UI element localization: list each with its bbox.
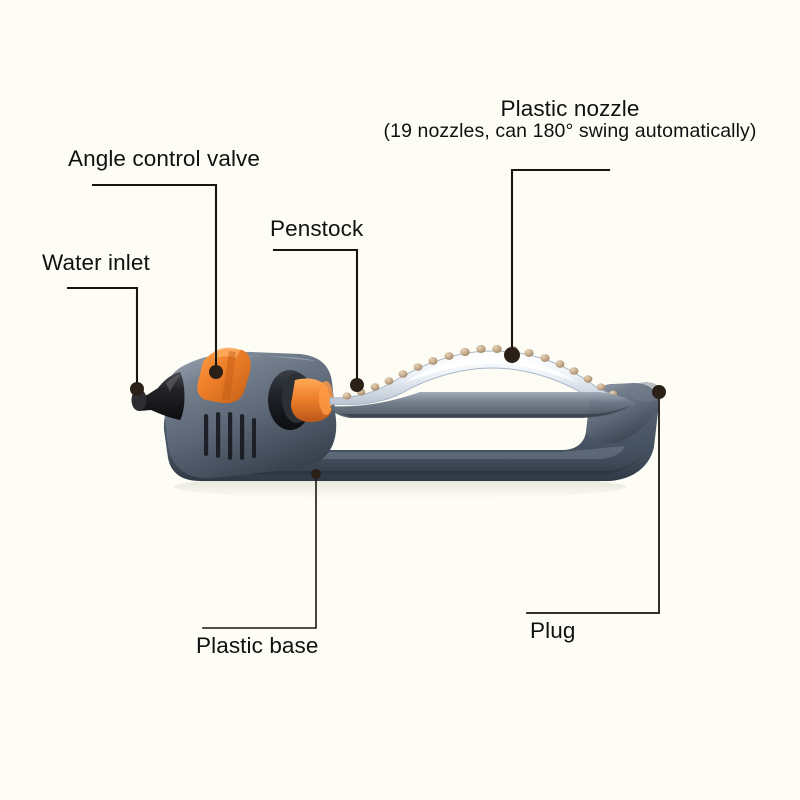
angle-control-valve-part — [197, 348, 251, 404]
callout-leaders — [66, 168, 660, 629]
leader-penstock — [272, 248, 359, 383]
inlet-highlight — [166, 374, 181, 392]
callout-label-angle-control-valve: Angle control valve — [68, 146, 261, 171]
nozzle-holes — [342, 345, 618, 400]
frame-top-rail — [330, 392, 636, 418]
leader-water-inlet — [66, 286, 139, 387]
callout-label-water-inlet: Water inlet — [42, 250, 150, 275]
leader-angle-control-valve — [91, 183, 218, 370]
callout-label-plastic-nozzle: Plastic nozzle (19 nozzles, can 180° swi… — [384, 96, 757, 143]
valve-lever-tab — [213, 347, 240, 359]
leader-plug — [526, 395, 660, 614]
dot-penstock — [350, 378, 364, 392]
dot-plastic-nozzle — [504, 347, 520, 363]
dot-angle-control-valve — [209, 365, 223, 379]
dot-water-inlet — [130, 382, 144, 396]
nozzle-tube-gloss — [404, 356, 578, 383]
plastic-nozzle-title: Plastic nozzle — [500, 96, 640, 121]
frame-top-rail-shadow — [340, 405, 632, 417]
callout-label-penstock: Penstock — [270, 216, 364, 241]
leader-plastic-nozzle — [510, 168, 611, 353]
dot-plastic-base — [311, 469, 321, 479]
callout-label-plastic-base: Plastic base — [196, 633, 319, 658]
callout-dots — [130, 347, 666, 479]
dot-plug — [652, 385, 666, 399]
valve-ridge — [222, 351, 236, 400]
vent-slots — [204, 412, 256, 460]
plug-end-cap — [631, 382, 661, 402]
callout-label-plug: Plug — [530, 618, 576, 643]
leader-plastic-base — [202, 475, 317, 629]
penstock-cap-face — [319, 381, 333, 415]
plastic-nozzle-subtitle: (19 nozzles, can 180° swing automaticall… — [383, 120, 757, 143]
product-illustration — [131, 345, 661, 481]
